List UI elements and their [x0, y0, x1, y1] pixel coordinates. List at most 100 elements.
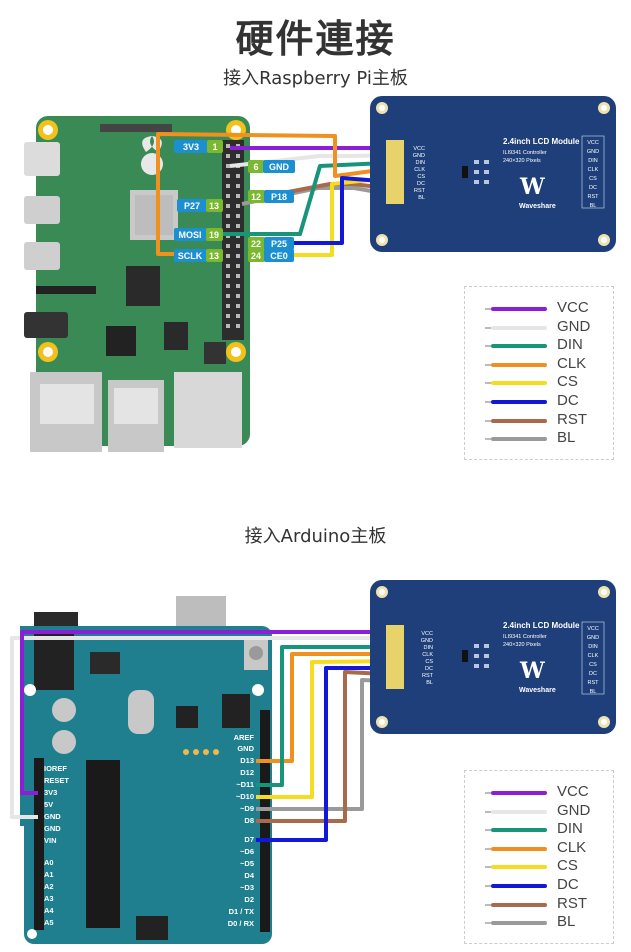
lcd-top-pin-clk: CLK: [414, 167, 425, 173]
legend-item-cs: CS: [465, 857, 613, 877]
legend-label: CS: [557, 373, 578, 391]
legend-swatch: [485, 809, 547, 814]
legend-item-din: DIN: [465, 820, 613, 840]
lcd-module-top: VCC GND DIN CLK CS DC RST BL 2.4inch LCD…: [370, 96, 616, 252]
legend-swatch: [485, 865, 547, 870]
legend-label: DIN: [557, 336, 583, 354]
legend-item-vcc: VCC: [465, 299, 613, 319]
arduino-pin-gnd1: GND: [44, 812, 61, 821]
legend-item-bl: BL: [465, 913, 613, 933]
arduino-pin-d3: ~D3: [240, 883, 254, 892]
legend-swatch: [485, 437, 547, 442]
arduino-pin-d1: D1 / TX: [229, 907, 254, 916]
arduino-pin-d5: ~D5: [240, 859, 254, 868]
lcd-module-bottom: VCC GND DIN CLK CS DC RST BL 2.4inch LCD…: [370, 580, 616, 734]
arduino-pin-aref: AREF: [234, 733, 255, 742]
lcd-top-brand: Waveshare: [519, 203, 556, 210]
legend-swatch: [485, 884, 547, 888]
pi-label-pin24: 24: [251, 251, 261, 261]
legend-swatch: [485, 921, 547, 926]
legend-swatch: [485, 400, 547, 404]
legend-swatch: [485, 381, 547, 386]
arduino-pin-a4: A4: [44, 906, 54, 915]
arduino-wire-clk: [256, 652, 406, 763]
arduino-pin-d9: ~D9: [240, 804, 254, 813]
pi-label-pin19: 19: [209, 230, 219, 240]
legend-label: DC: [557, 392, 579, 409]
pi-wire-din: [205, 160, 407, 236]
lcd-top-pin-dc: DC: [417, 181, 425, 187]
arduino-pin-d4: D4: [244, 871, 254, 880]
legend-swatch: [485, 418, 547, 423]
legend-item-bl: BL: [465, 429, 613, 449]
legend-label: VCC: [557, 783, 589, 800]
raspberry-pi-board: [24, 116, 250, 452]
arduino-pin-d12: D12: [240, 768, 254, 777]
legend-swatch: [485, 307, 547, 311]
legend-item-dc: DC: [465, 876, 613, 896]
arduino-wire-din: [256, 645, 406, 787]
legend-label: BL: [557, 429, 576, 447]
arduino-pin-a5: A5: [44, 918, 54, 927]
page-title: 硬件連接: [235, 17, 396, 61]
lcd-bottom-rpin-din: DIN: [588, 644, 598, 650]
pi-label-3v3: 3V3: [183, 142, 199, 152]
lcd-top-title: 2.4inch LCD Module: [503, 137, 580, 146]
arduino-left-pin-labels: IOREF RESET 3V3 5V GND GND VIN A0 A1 A2 …: [44, 764, 69, 927]
pi-pin-labels: 3V3 1 6 GND P27 13 12 P18 MOSI 19 22 P25…: [174, 140, 295, 262]
pi-label-ce0: CE0: [270, 251, 288, 261]
legend-label: GND: [557, 317, 591, 335]
lcd-top-pin-cs: CS: [417, 174, 425, 180]
legend-swatch: [485, 846, 547, 851]
lcd-bottom-rpin-vcc: VCC: [587, 626, 599, 632]
lcd-top-rpin-clk: CLK: [588, 167, 599, 173]
arduino-pin-d0: D0 / RX: [228, 919, 254, 928]
legend-item-rst: RST: [465, 410, 613, 431]
arduino-wire-cs: [256, 659, 407, 799]
lcd-bottom-pin-gnd: GND: [421, 638, 433, 644]
lcd-top-rpin-rst: RST: [588, 194, 600, 200]
arduino-right-pin-labels: AREF GND D13 D12 ~D11 ~D10 ~D9 D8 D7 ~D6…: [228, 733, 255, 928]
lcd-bottom-controller: ILI9341 Controller: [503, 634, 547, 640]
pi-label-pin13a: 13: [209, 201, 219, 211]
legend-label: DC: [557, 876, 579, 893]
arduino-pin-ioref: IOREF: [44, 764, 67, 773]
legend-swatch: [485, 344, 547, 349]
legend-item-gnd: GND: [465, 317, 613, 338]
arduino-pin-d8: D8: [244, 816, 254, 825]
lcd-top-pin-rst: RST: [414, 188, 426, 194]
legend-item-din: DIN: [465, 336, 613, 356]
lcd-top-rpin-dc: DC: [589, 185, 597, 191]
pi-label-p25: P25: [271, 239, 287, 249]
legend-swatch: [485, 362, 547, 367]
lcd-top-pin-din: DIN: [416, 160, 426, 166]
lcd-top-rpin-cs: CS: [589, 176, 597, 182]
lcd-bottom-brand: Waveshare: [519, 687, 556, 694]
legend-item-clk: CLK: [465, 355, 613, 375]
arduino-pin-a0: A0: [44, 858, 54, 867]
legend-label: RST: [557, 410, 587, 428]
legend-swatch: [485, 902, 547, 907]
lcd-top-rpin-bl: BL: [590, 203, 597, 209]
legend-label: CS: [557, 857, 578, 875]
lcd-bottom-title: 2.4inch LCD Module: [503, 621, 580, 630]
lcd-bottom-pin-din: DIN: [424, 645, 434, 651]
lcd-bottom-pin-clk: CLK: [422, 652, 433, 658]
lcd-bottom-pin-vcc: VCC: [421, 631, 433, 637]
legend-label: CLK: [557, 838, 587, 856]
lcd-top-pin-gnd: GND: [413, 153, 425, 159]
pi-label-pin22: 22: [251, 239, 261, 249]
arduino-section-subtitle: 接入Arduino主板: [244, 526, 387, 547]
lcd-top-rpin-gnd: GND: [587, 149, 599, 155]
arduino-board: IOREF RESET 3V3 5V GND GND VIN A0 A1 A2 …: [20, 596, 272, 944]
legend-swatch: [485, 325, 547, 330]
legend-label: RST: [557, 894, 587, 912]
legend-label: GND: [557, 801, 591, 819]
pi-label-pin6: 6: [253, 162, 258, 172]
lcd-bottom-rpin-bl: BL: [590, 689, 597, 695]
legend-swatch: [485, 791, 547, 795]
lcd-top-controller: ILI9341 Controller: [503, 150, 547, 156]
arduino-pin-a2: A2: [44, 882, 54, 891]
